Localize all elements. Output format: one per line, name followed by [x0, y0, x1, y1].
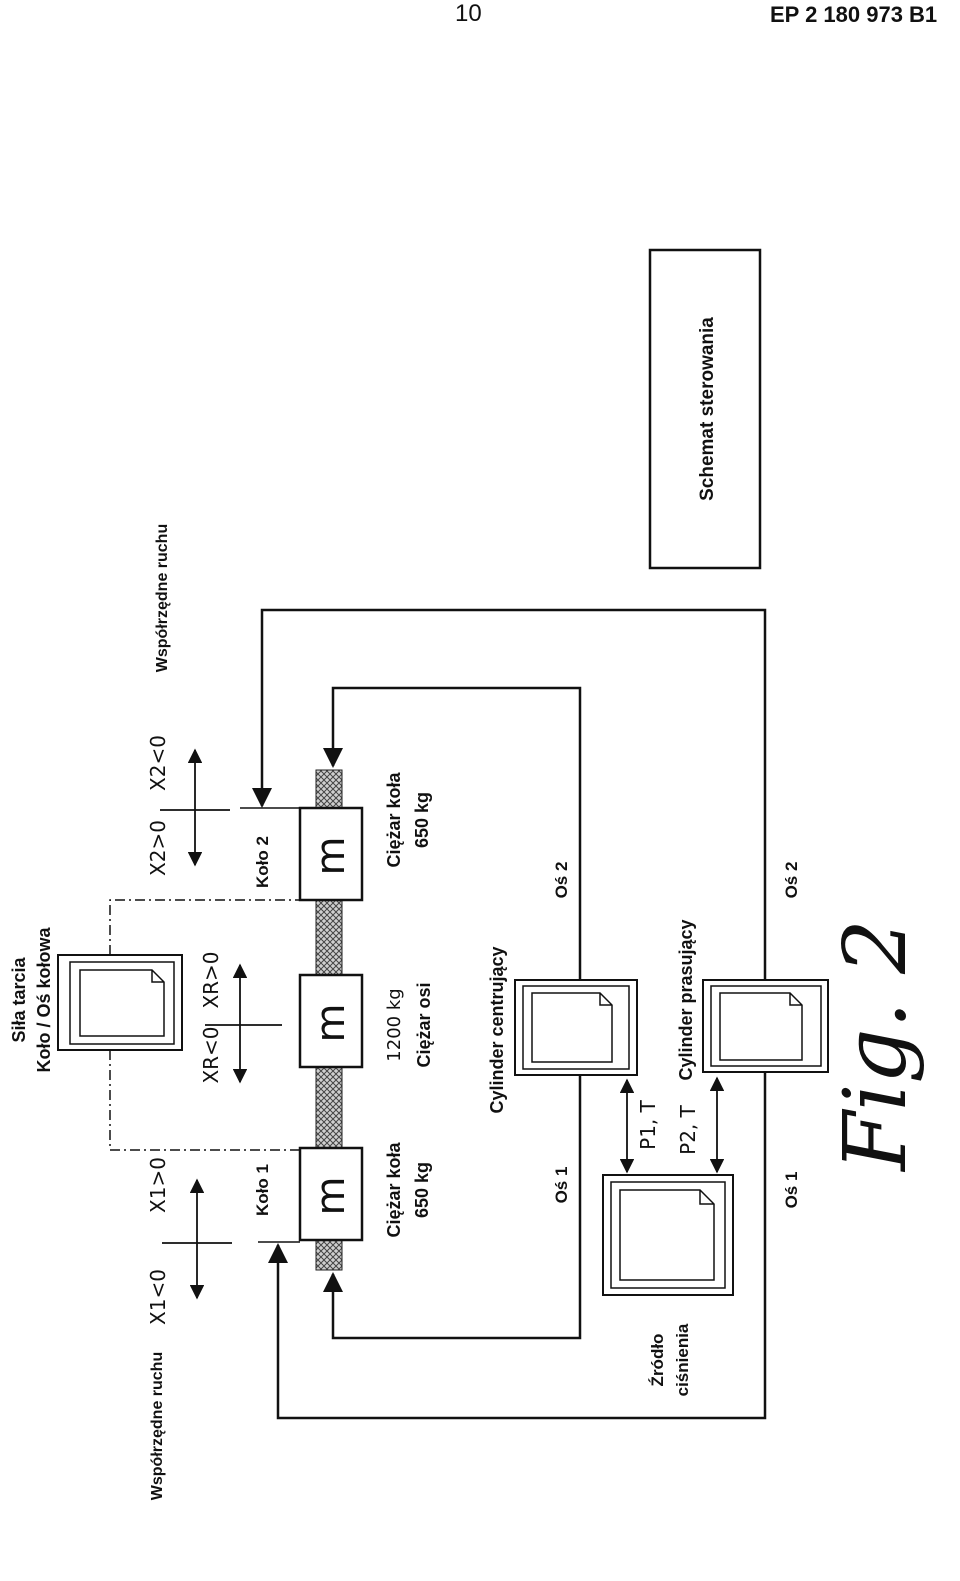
wheel1-mass-box: [298, 1146, 364, 1242]
axle-weight-value: 1200 kg: [384, 988, 405, 1061]
x1-coordinate-arrow: [162, 1178, 232, 1300]
xr-positive-label: XR>0: [199, 951, 223, 1008]
friction-title-line1: Siła tarcia: [9, 956, 29, 1042]
axis2-outer-label: Oś 2: [782, 862, 801, 899]
axle-mass-symbol: m: [308, 1004, 354, 1043]
outer-loop-axis2: [252, 608, 767, 980]
pressure-source-line1: Źródło: [648, 1334, 667, 1387]
axis2-inner-label: Oś 2: [552, 862, 571, 899]
wheel1-weight-line2: 650 kg: [412, 1162, 432, 1218]
axle-weight-label: Ciężar osi: [414, 982, 434, 1067]
document-icon: [719, 992, 803, 1061]
wheel2-mass-box: [298, 806, 364, 902]
inner-loop-axis2: [323, 686, 582, 980]
p2-label: P2, T: [676, 1104, 700, 1155]
axis1-inner-label: Oś 1: [552, 1167, 571, 1204]
wheel2-weight-line2: 650 kg: [412, 792, 432, 848]
x2-coordinate-arrow: [160, 748, 230, 867]
friction-link-wheel2: [109, 899, 300, 955]
x1-positive-label: X1>0: [146, 1157, 170, 1213]
friction-link-wheel1: [109, 1050, 300, 1151]
document-icon: [79, 969, 165, 1037]
outer-loop-axis1: [268, 1072, 767, 1420]
motion-coords-left: Współrzędne ruchu: [149, 1352, 166, 1500]
control-scheme-label: Schemat sterowania: [697, 317, 718, 501]
axis1-outer-label: Oś 1: [782, 1172, 801, 1209]
patent-id: EP 2 180 973 B1: [770, 2, 938, 27]
wheel1-mass-symbol: m: [308, 1177, 354, 1216]
pressure-source-block: [602, 1174, 734, 1296]
xr-negative-label: XR<0: [199, 1026, 223, 1083]
wheel2-mass-symbol: m: [308, 837, 354, 876]
wheel2-weight-line1: Ciężar koła: [384, 771, 404, 867]
figure-label: Fig. 2: [826, 919, 926, 1173]
motion-coords-right: Współrzędne ruchu: [154, 524, 171, 672]
x2-positive-label: X2>0: [146, 820, 170, 876]
centering-cylinder-block: [514, 979, 638, 1076]
document-icon: [619, 1189, 715, 1281]
control-scheme-box: [648, 248, 762, 570]
wheel1-label: Koło 1: [253, 1164, 272, 1216]
inner-loop-axis1: [323, 1075, 582, 1340]
x2-negative-label: X2<0: [146, 735, 170, 791]
xr-coordinate-arrow: [205, 963, 282, 1084]
pressure-source-line2: ciśnienia: [673, 1323, 692, 1396]
p1-label: P1, T: [636, 1099, 660, 1150]
document-icon: [531, 992, 613, 1063]
page-number: 10: [455, 0, 482, 27]
axle-mass-box: [298, 973, 364, 1069]
wheel2-label: Koło 2: [253, 836, 272, 888]
pressing-cylinder-block: [702, 979, 829, 1073]
wheel1-weight-line1: Ciężar koła: [384, 1141, 404, 1237]
friction-force-block: [57, 954, 183, 1051]
x1-negative-label: X1<0: [146, 1269, 170, 1325]
pressing-cylinder-label: Cylinder prasujący: [676, 919, 696, 1080]
friction-title-line2: Koło / Oś kołowa: [34, 927, 54, 1073]
centering-cylinder-label: Cylinder centrujący: [487, 946, 507, 1113]
